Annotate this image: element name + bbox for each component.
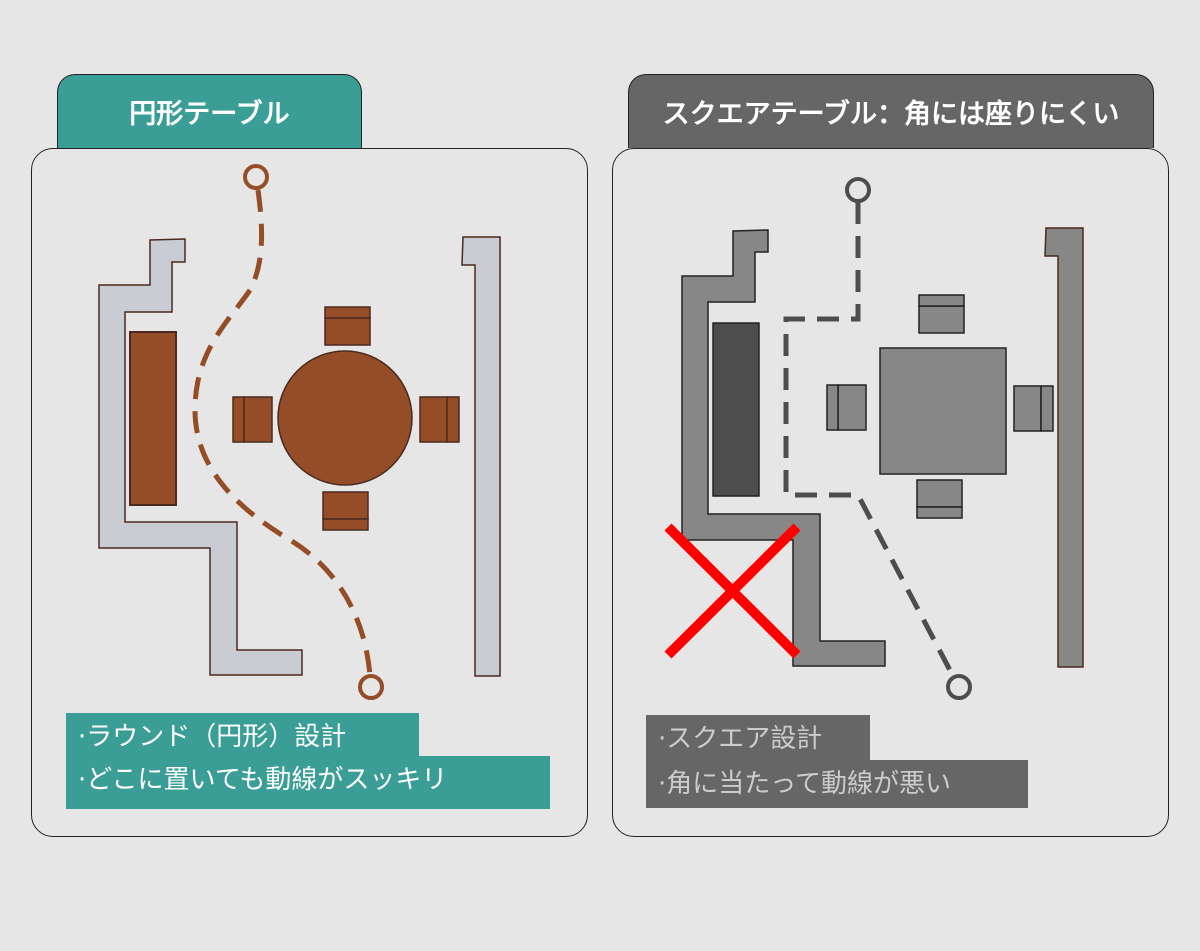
- square-table-tab: スクエアテーブル：角には座りにくい: [628, 74, 1154, 148]
- flow-path: [192, 164, 384, 700]
- round-layout: [98, 164, 501, 700]
- right-wall: [461, 236, 501, 677]
- square-note-1: ·スクエア設計: [646, 715, 870, 763]
- square-note-2: ·角に当たって動線が悪い: [646, 760, 1028, 808]
- round-table: [277, 350, 413, 486]
- right-wall: [1044, 227, 1084, 668]
- round-table-tab: 円形テーブル: [57, 74, 362, 148]
- chairs: [826, 294, 1054, 519]
- left-wall: [681, 229, 886, 667]
- square-table: [879, 347, 1007, 475]
- chairs: [232, 306, 460, 531]
- counter: [129, 331, 177, 506]
- flow-path: [783, 177, 972, 700]
- square-layout: [664, 177, 1084, 700]
- left-wall: [98, 238, 303, 676]
- cross-mark-icon: [664, 523, 801, 659]
- round-note-2: ·どこに置いても動線がスッキリ: [66, 756, 550, 809]
- round-note-1: ·ラウンド（円形）設計: [66, 713, 419, 761]
- counter: [712, 322, 760, 497]
